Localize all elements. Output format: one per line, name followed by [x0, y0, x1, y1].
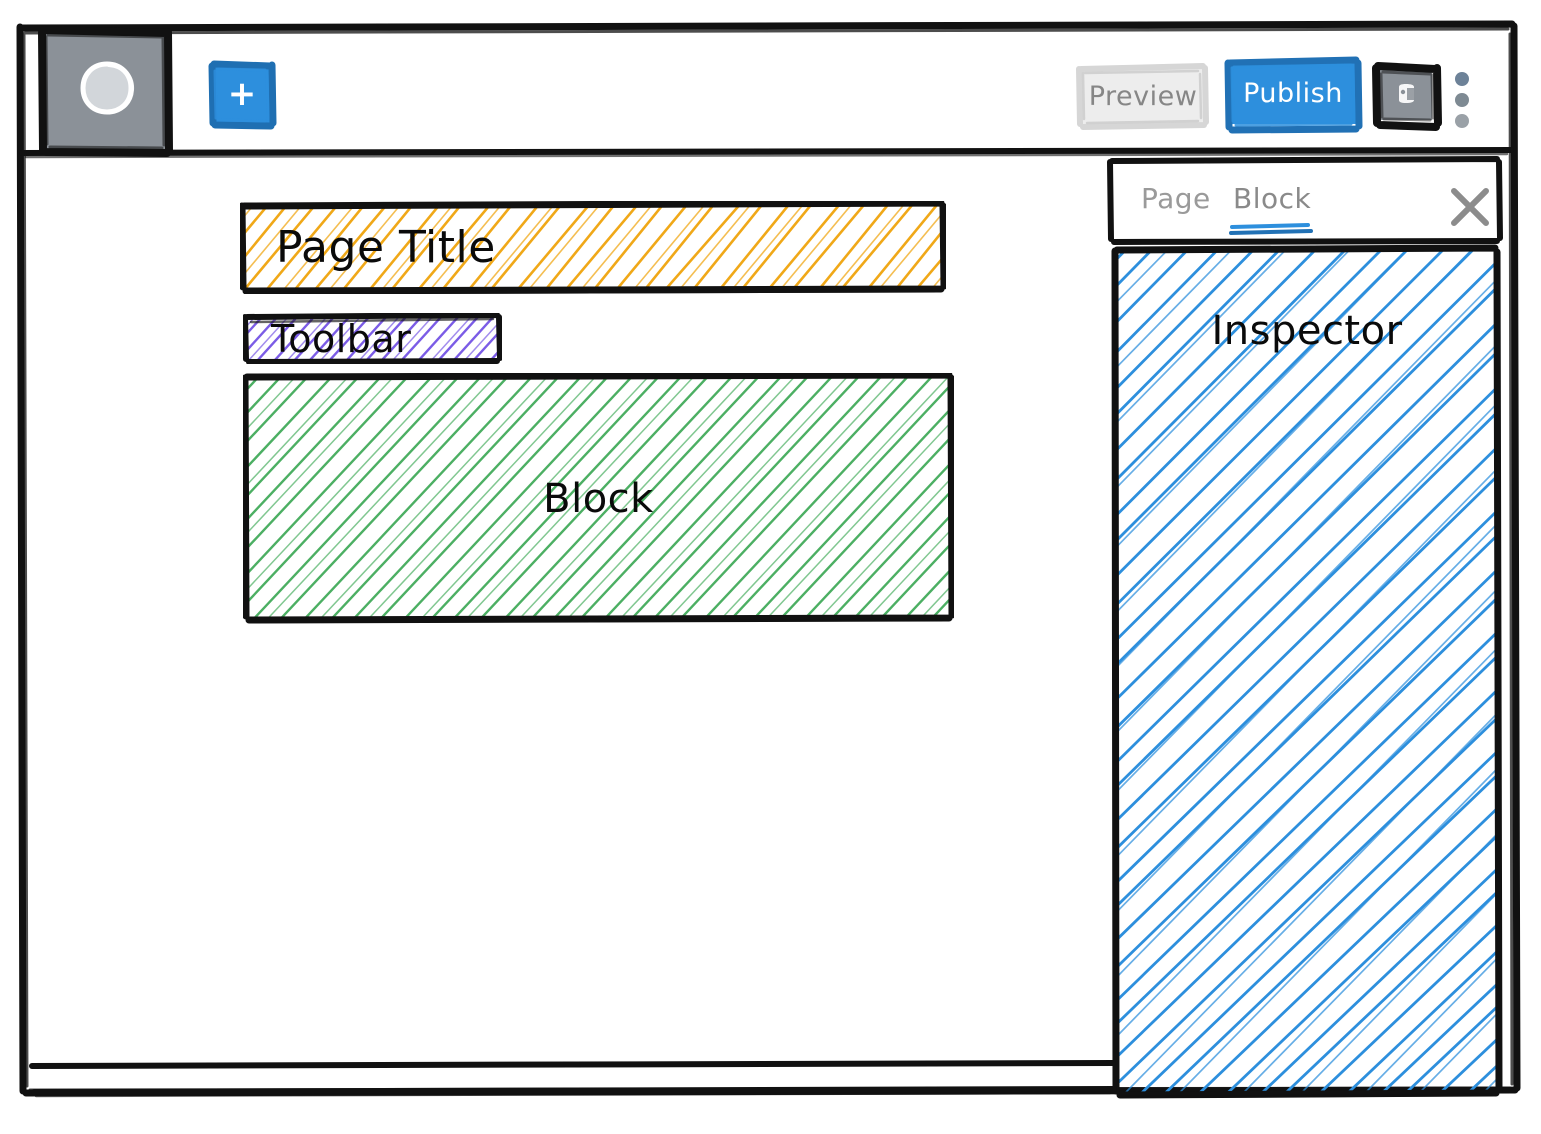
kebab-dot-2 [1455, 93, 1469, 107]
publish-button-label: Publish [1243, 77, 1343, 109]
site-logo-circle-icon [78, 59, 136, 117]
editor-status-bar [29, 1060, 1117, 1098]
inspector-panel-label: Inspector [1211, 308, 1403, 354]
block-toolbar-region[interactable]: Toolbar [242, 312, 503, 365]
inspector-active-tab-indicator [1229, 223, 1313, 235]
kebab-dot-1 [1455, 72, 1469, 86]
page-title-region[interactable]: Page Title [238, 199, 948, 295]
settings-sidebar-button[interactable] [1372, 61, 1442, 133]
preview-button[interactable]: Preview [1076, 63, 1210, 131]
settings-sidebar-icon [1379, 68, 1432, 120]
more-options-menu-button[interactable] [1452, 72, 1474, 128]
plus-icon: + [227, 74, 257, 114]
preview-button-label: Preview [1088, 80, 1198, 112]
publish-button[interactable]: Publish [1224, 56, 1363, 134]
close-icon[interactable] [1449, 186, 1491, 228]
site-logo-button[interactable] [38, 26, 173, 158]
add-block-button[interactable]: + [208, 60, 277, 132]
content-block-region[interactable]: Block [241, 371, 956, 624]
inspector-tab-page[interactable]: Page [1141, 182, 1211, 215]
inspector-panel[interactable]: Inspector [1111, 244, 1503, 1099]
kebab-dot-3 [1455, 114, 1469, 128]
inspector-tab-block[interactable]: Block [1233, 182, 1312, 215]
